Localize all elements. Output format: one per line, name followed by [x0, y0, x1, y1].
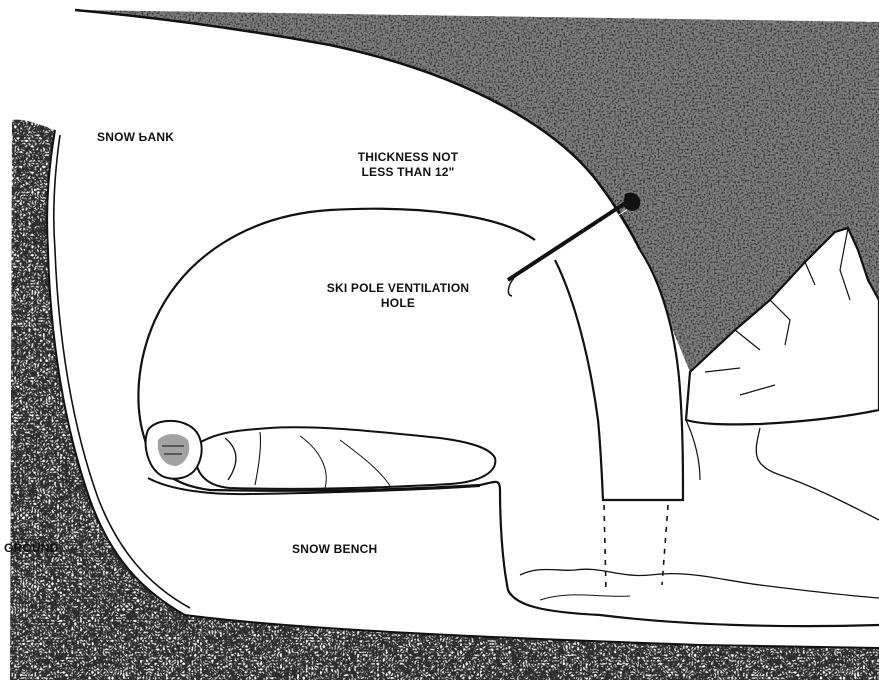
sleeping-person [146, 421, 496, 489]
label-snow-bench: SNOW BENCH [292, 542, 377, 557]
label-ski-pole: SKI POLE VENTILATION HOLE [300, 281, 496, 311]
label-snow-bank: SNOW ƄANK [97, 130, 174, 145]
label-thickness: THICKNESS NOT LESS THAN 12" [338, 150, 478, 180]
label-ski-pole-line1: SKI POLE VENTILATION [300, 281, 496, 296]
label-thickness-line1: THICKNESS NOT [338, 150, 478, 165]
label-thickness-line2: LESS THAN 12" [338, 165, 478, 180]
label-ground: GROUND [4, 541, 59, 556]
label-ski-pole-line2: HOLE [300, 296, 496, 311]
